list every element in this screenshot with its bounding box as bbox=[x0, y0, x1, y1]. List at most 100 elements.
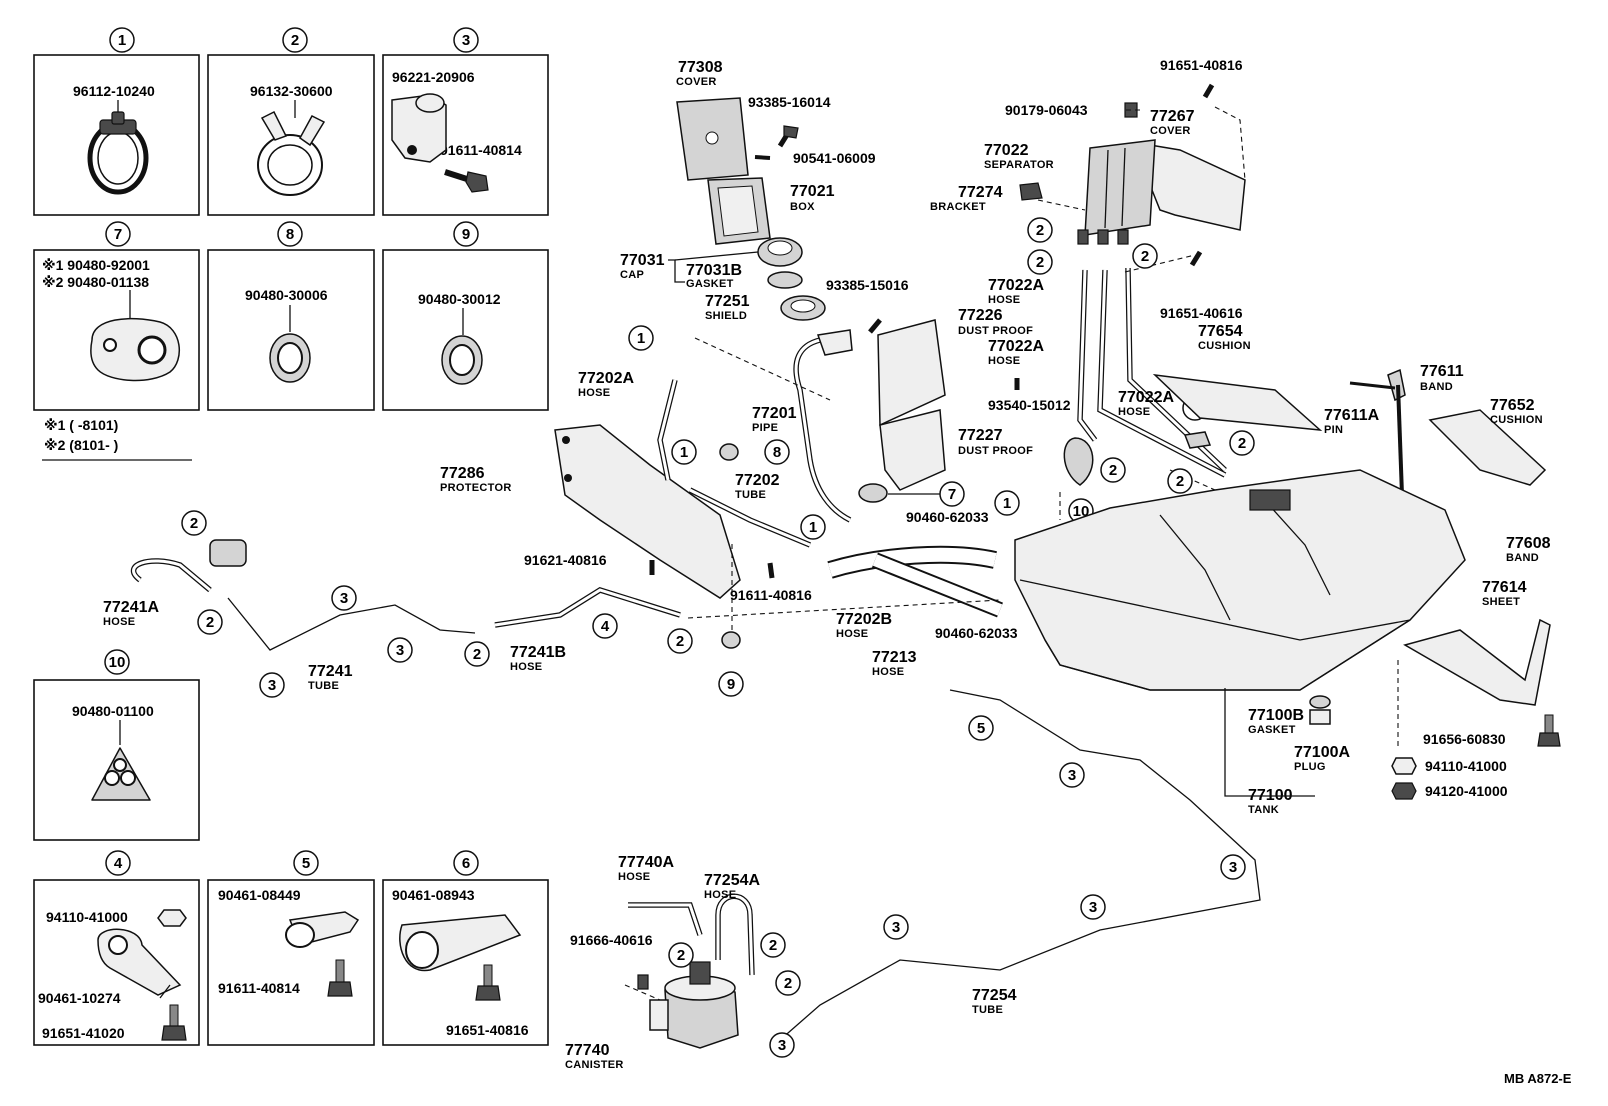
part-number: 90461-10274 bbox=[38, 990, 121, 1006]
detail-box-2: 2 96132-30600 bbox=[207, 27, 375, 216]
svg-text:PLUG: PLUG bbox=[1294, 761, 1326, 773]
svg-text:PIPE: PIPE bbox=[752, 422, 778, 434]
svg-text:77274: 77274 bbox=[958, 184, 1003, 201]
svg-text:4: 4 bbox=[601, 618, 610, 635]
svg-text:77201: 77201 bbox=[752, 405, 797, 422]
svg-text:91666-40616: 91666-40616 bbox=[570, 932, 653, 948]
part-number: 91611-40814 bbox=[440, 142, 522, 158]
marker-5 bbox=[293, 850, 319, 876]
marker-6 bbox=[453, 850, 479, 876]
svg-text:77022A: 77022A bbox=[1118, 389, 1174, 406]
callout-3: 3 bbox=[1059, 762, 1085, 788]
svg-text:91651-40616: 91651-40616 bbox=[1160, 305, 1243, 321]
svg-text:77202: 77202 bbox=[735, 472, 780, 489]
svg-text:BOX: BOX bbox=[790, 201, 815, 213]
callout-3: 3 bbox=[1080, 894, 1106, 920]
part-number: 90480-30006 bbox=[245, 287, 328, 303]
part-number: 90461-08449 bbox=[218, 887, 301, 903]
part-number: ※1 90480-92001 bbox=[42, 257, 150, 273]
detail-box-5: 5 90461-08449 91611-40814 bbox=[207, 850, 375, 1046]
svg-text:BAND: BAND bbox=[1420, 381, 1453, 393]
dust-proof-upper: 77226 DUST PROOF bbox=[877, 307, 1033, 427]
svg-text:2: 2 bbox=[206, 614, 214, 631]
part-number: 96221-20906 bbox=[392, 69, 475, 85]
triple-grommet-icon bbox=[91, 747, 151, 801]
svg-text:1: 1 bbox=[637, 330, 645, 347]
callout-2: 2 bbox=[1100, 457, 1126, 483]
marker-label: 3 bbox=[462, 32, 470, 49]
clamp-label: 90460-62033 bbox=[906, 509, 989, 525]
svg-text:HOSE: HOSE bbox=[704, 889, 736, 901]
svg-text:BRACKET: BRACKET bbox=[930, 201, 986, 213]
grommet-icon bbox=[441, 335, 483, 385]
svg-text:1: 1 bbox=[680, 444, 688, 461]
svg-text:77021: 77021 bbox=[790, 183, 835, 200]
svg-text:77022: 77022 bbox=[984, 142, 1029, 159]
vent-hoses: 77022A HOSE 77022A HOSE 77022A HOSE bbox=[988, 267, 1227, 478]
svg-text:77611A: 77611A bbox=[1324, 407, 1380, 424]
filler-cap: 77031 CAP bbox=[620, 237, 803, 283]
svg-text:HOSE: HOSE bbox=[836, 628, 868, 640]
marker-label: 9 bbox=[462, 226, 470, 243]
check-valve bbox=[209, 539, 247, 567]
detail-box-9: 9 90480-30012 bbox=[382, 221, 549, 411]
box-frame bbox=[33, 54, 200, 216]
dust-proof-lower: 77227 DUST PROOF bbox=[879, 409, 1033, 491]
svg-text:HOSE: HOSE bbox=[1118, 406, 1150, 418]
svg-text:TUBE: TUBE bbox=[308, 680, 339, 692]
svg-text:93385-16014: 93385-16014 bbox=[748, 94, 831, 110]
hose-77241a: 77241A HOSE bbox=[103, 558, 212, 628]
svg-text:91651-40816: 91651-40816 bbox=[1160, 57, 1243, 73]
svg-text:77611: 77611 bbox=[1420, 363, 1464, 380]
svg-text:77241B: 77241B bbox=[510, 644, 566, 661]
svg-text:77251: 77251 bbox=[705, 293, 750, 310]
svg-text:5: 5 bbox=[977, 720, 985, 737]
cushion-77652: 77652 CUSHION bbox=[1428, 397, 1547, 486]
marker-9 bbox=[453, 221, 479, 247]
svg-text:CUSHION: CUSHION bbox=[1198, 340, 1251, 352]
callout-1: 1 bbox=[671, 439, 697, 465]
svg-text:HOSE: HOSE bbox=[510, 661, 542, 673]
svg-text:HOSE: HOSE bbox=[618, 871, 650, 883]
detail-box-7: 7 ※1 90480-92001 ※2 90480-01138 ※1 ( -81… bbox=[33, 221, 200, 461]
svg-text:3: 3 bbox=[1089, 899, 1097, 916]
svg-text:77031: 77031 bbox=[620, 252, 665, 269]
callout-2: 2 bbox=[1027, 217, 1053, 243]
svg-text:CAP: CAP bbox=[620, 269, 644, 281]
svg-text:SHIELD: SHIELD bbox=[705, 310, 747, 322]
svg-text:77202B: 77202B bbox=[836, 611, 892, 628]
svg-text:9: 9 bbox=[727, 676, 735, 693]
svg-text:77022A: 77022A bbox=[988, 277, 1044, 294]
svg-text:91656-60830: 91656-60830 bbox=[1423, 731, 1506, 747]
bolt-91621: 91621-40816 bbox=[524, 552, 655, 575]
callout-2: 2 bbox=[1027, 249, 1053, 275]
callout-2: 2 bbox=[667, 628, 693, 654]
svg-text:HOSE: HOSE bbox=[578, 387, 610, 399]
part-number: 90480-01100 bbox=[72, 703, 154, 719]
callout-3: 3 bbox=[883, 914, 909, 940]
svg-text:2: 2 bbox=[1036, 222, 1044, 239]
svg-text:91611-40816: 91611-40816 bbox=[730, 587, 812, 603]
svg-text:DUST PROOF: DUST PROOF bbox=[958, 445, 1033, 457]
svg-text:77100B: 77100B bbox=[1248, 707, 1304, 724]
bolt-icon bbox=[161, 1004, 187, 1041]
svg-text:77254A: 77254A bbox=[704, 872, 760, 889]
svg-text:2: 2 bbox=[676, 633, 684, 650]
drawing-code: MB A872-E bbox=[1504, 1071, 1572, 1086]
part-number: 90480-30012 bbox=[418, 291, 501, 307]
detail-box-10: 10 90480-01100 bbox=[33, 649, 200, 841]
detail-box-1: 1 96112-10240 bbox=[33, 27, 200, 216]
callout-2: 2 bbox=[775, 970, 801, 996]
svg-text:77267: 77267 bbox=[1150, 108, 1195, 125]
callout-2: 2 bbox=[1132, 243, 1158, 269]
svg-text:HOSE: HOSE bbox=[872, 666, 904, 678]
detail-box-6: 6 90461-08943 91651-40816 bbox=[382, 850, 549, 1046]
svg-text:HOSE: HOSE bbox=[988, 355, 1020, 367]
svg-text:77608: 77608 bbox=[1506, 535, 1551, 552]
hose-77241b: 77241B HOSE bbox=[494, 586, 681, 673]
svg-text:93540-15012: 93540-15012 bbox=[988, 397, 1071, 413]
marker-3 bbox=[453, 27, 479, 53]
svg-text:77740A: 77740A bbox=[618, 854, 674, 871]
box-frame bbox=[207, 249, 375, 411]
marker-7 bbox=[105, 221, 131, 247]
